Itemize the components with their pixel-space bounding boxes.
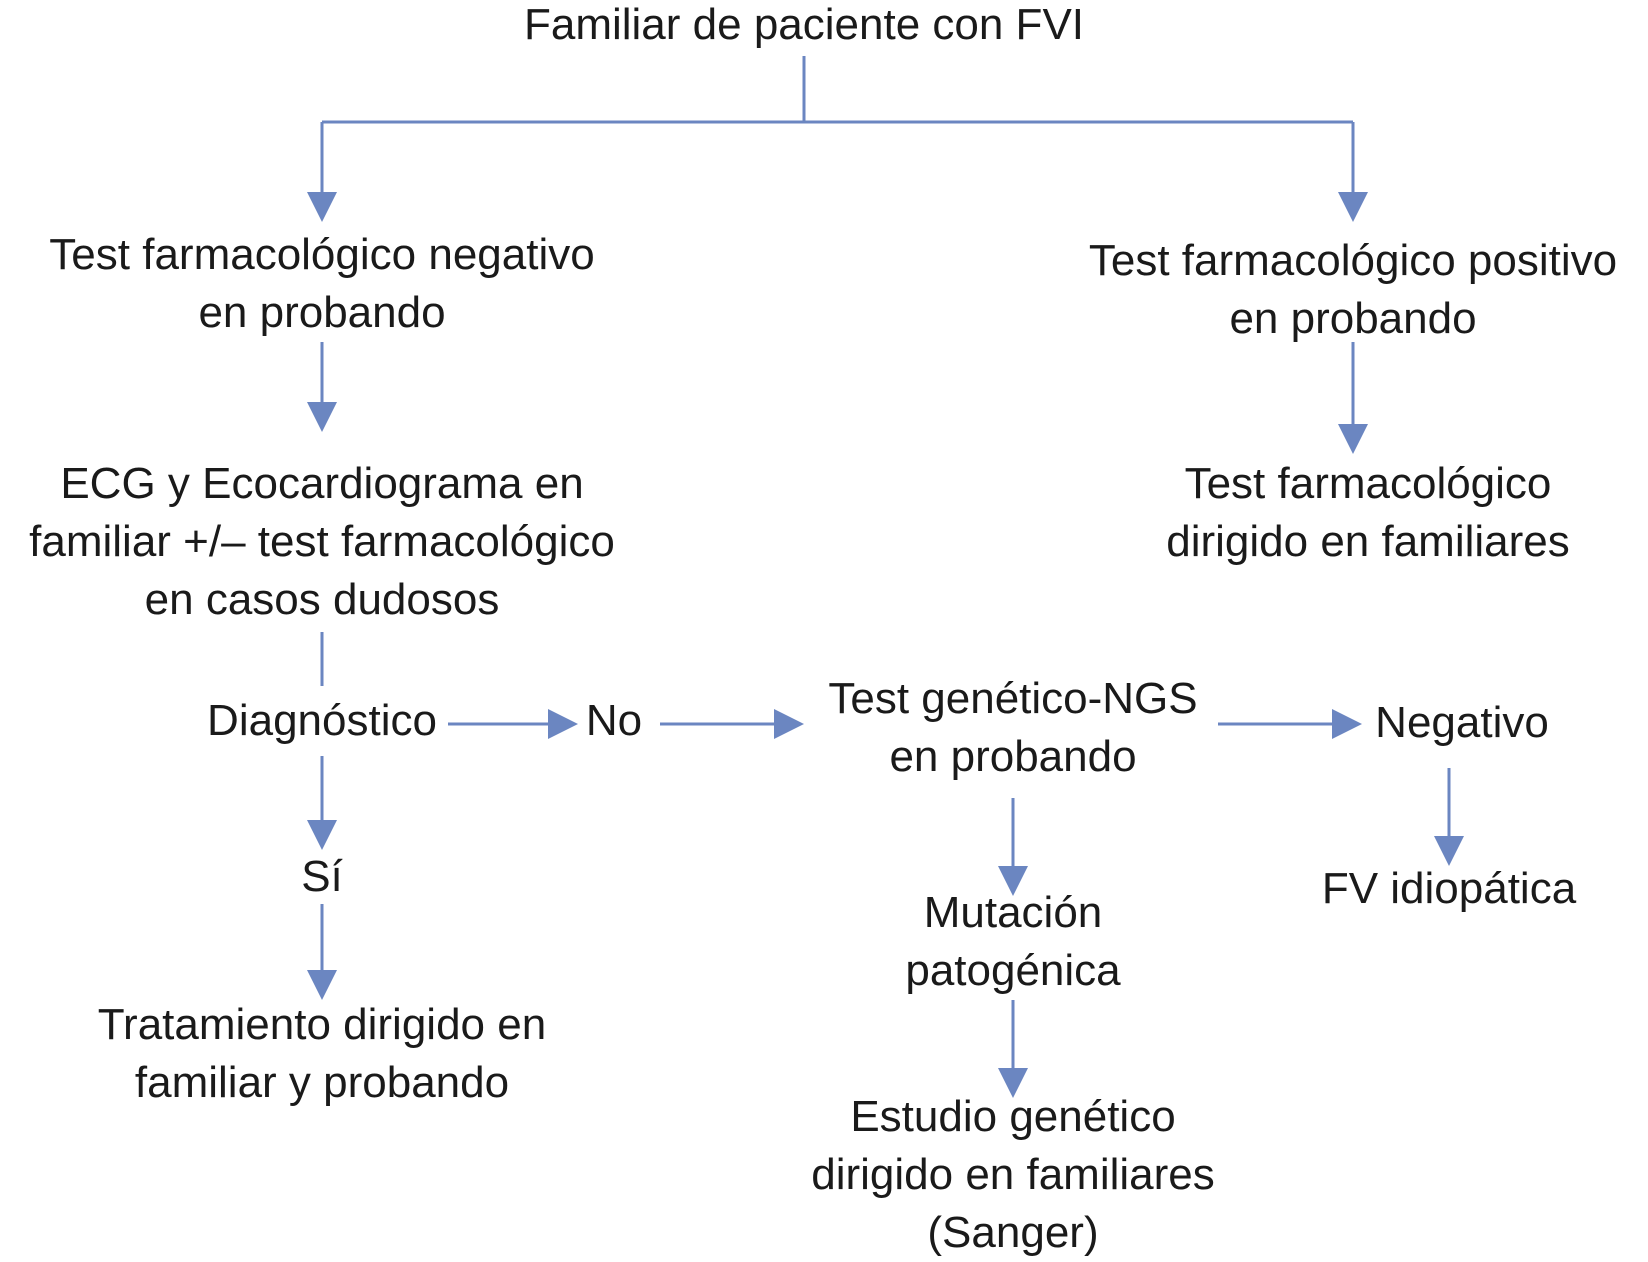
node-no-line: No	[585, 696, 643, 745]
node-genetic-study-line-1: Estudio genético	[850, 1092, 1176, 1141]
node-negative-pharm-test-line-1: Test farmacológico negativo	[49, 230, 595, 279]
arrowhead-down-study	[998, 1068, 1028, 1098]
node-diagnostic-line: Diagnóstico	[207, 696, 437, 745]
node-positive-pharm-test-line-1: Test farmacológico positivo	[1088, 236, 1618, 285]
node-ecg-echo-line-1: ECG y Ecocardiograma en	[60, 459, 584, 508]
node-diagnostic: Diagnóstico	[207, 692, 437, 750]
node-positive-pharm-test-line-2: en probando	[1229, 294, 1477, 343]
node-negative-pharm-test: Test farmacológico negativo en probando	[49, 226, 594, 342]
node-directed-pharm-test-line-1: Test farmacológico	[1184, 459, 1552, 508]
node-pathogenic-mutation-line-2: patogénica	[905, 946, 1121, 995]
node-root-line: Familiar de paciente con FVI	[523, 0, 1085, 49]
arrowhead-right-negative	[1332, 709, 1362, 739]
arrowhead-down-right-branch	[1338, 192, 1368, 222]
node-ngs-test-line-1: Test genético-NGS	[828, 674, 1198, 723]
node-negative-result: Negativo	[1375, 694, 1549, 752]
node-ecg-echo-line-3: en casos dudosos	[144, 575, 500, 624]
node-directed-treatment-line-2: familiar y probando	[134, 1058, 510, 1107]
node-genetic-study-line-3: (Sanger)	[927, 1208, 1099, 1257]
node-root: Familiar de paciente con FVI	[524, 0, 1084, 54]
node-yes-line: Sí	[301, 852, 343, 901]
arrowhead-down-treatment	[307, 970, 337, 1000]
arrowhead-down-yes	[307, 820, 337, 850]
arrowhead-down-idiopathic	[1434, 836, 1464, 866]
node-directed-pharm-test-line-2: dirigido en familiares	[1166, 517, 1570, 566]
node-genetic-study-line-2: dirigido en familiares	[811, 1150, 1215, 1199]
arrowhead-down-ecg	[307, 402, 337, 432]
node-ngs-test: Test genético-NGS en probando	[828, 670, 1197, 786]
node-negative-pharm-test-line-2: en probando	[198, 288, 446, 337]
arrowhead-right-no	[548, 709, 578, 739]
node-pathogenic-mutation: Mutación patogénica	[905, 884, 1120, 1000]
node-directed-pharm-test: Test farmacológico dirigido en familiare…	[1166, 455, 1570, 571]
node-directed-treatment-line-1: Tratamiento dirigido en	[97, 1000, 547, 1049]
arrowhead-down-mutation	[998, 866, 1028, 896]
node-negative-result-line: Negativo	[1375, 698, 1549, 747]
node-ecg-echo-line-2: familiar +/– test farmacológico	[29, 517, 615, 566]
node-ngs-test-line-2: en probando	[889, 732, 1137, 781]
arrowhead-down-left-branch	[307, 192, 337, 222]
node-directed-treatment: Tratamiento dirigido en familiar y proba…	[98, 996, 546, 1112]
node-idiopathic-vf-line: FV idiopática	[1321, 864, 1577, 913]
node-genetic-study: Estudio genético dirigido en familiares …	[811, 1088, 1215, 1262]
arrowhead-right-ngs	[774, 709, 804, 739]
node-ecg-echo: ECG y Ecocardiograma en familiar +/– tes…	[29, 455, 615, 629]
node-positive-pharm-test: Test farmacológico positivo en probando	[1089, 232, 1617, 348]
node-pathogenic-mutation-line-1: Mutación	[923, 888, 1103, 937]
node-yes: Sí	[301, 848, 343, 906]
node-idiopathic-vf: FV idiopática	[1322, 860, 1576, 918]
node-no: No	[586, 692, 642, 750]
arrowhead-down-directed	[1338, 424, 1368, 454]
